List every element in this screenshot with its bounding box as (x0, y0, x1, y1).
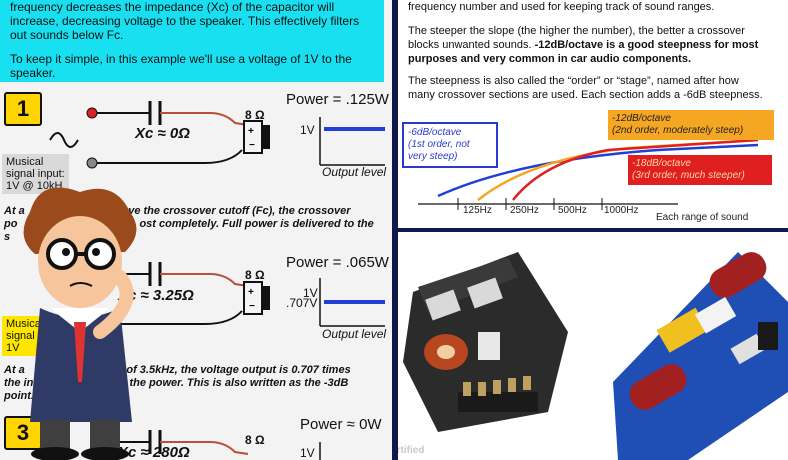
desc-fragment: bove the crossover cutoff (Fc), the cros… (114, 205, 351, 217)
oct-line: (3rd order, much steeper) (632, 170, 745, 181)
signal-line: 1V @ 10kH (6, 180, 63, 192)
power-label-1: Power = .125W (286, 91, 389, 108)
desc-fragment: ost completely. Full power is delivered … (139, 218, 374, 230)
desc-fragment: po (4, 218, 18, 230)
oct-line: (2nd order, moderately steep) (612, 125, 744, 136)
order-3-label: -18dB/octave (3rd order, much steeper) (628, 155, 772, 185)
output-level-label-2: Output level (322, 327, 387, 341)
desc-fragment: point. (4, 390, 34, 402)
intro-line: speaker. (10, 66, 56, 80)
watermark-text: Sound Certified (398, 445, 425, 456)
slope-text-6: many crossover sections are used. Each s… (408, 89, 763, 101)
slope-text-5: The steepness is also called the “order”… (408, 75, 739, 87)
power-label-2: Power = .065W (286, 254, 389, 271)
circuit-diagram-1: + − (49, 101, 385, 169)
desc-fragment: hich is ½ the power. This is also writte… (79, 377, 349, 389)
freq-250: 250Hz (510, 205, 539, 216)
oct-line: very steep) (408, 151, 458, 162)
power-label-3: Power ≈ 0W (300, 416, 382, 433)
reactance-label-2: Xc ≈ 3.25Ω (118, 287, 194, 304)
speaker-ohm-2: 8 Ω (245, 268, 265, 282)
freq-1000: 1000Hz (604, 205, 639, 216)
slope-curves-diagram (418, 138, 759, 210)
order-1-label: -6dB/octave (1st order, not very steep) (402, 122, 498, 168)
cartoon-character-image (23, 187, 137, 460)
slope-text-3: blocks unwanted sounds. -12dB/octave is … (408, 38, 778, 52)
speaker-ohm-1: 8 Ω (245, 108, 265, 122)
signal-line: Musical (6, 318, 44, 330)
desc-fragment: s (4, 231, 11, 243)
voltage-label-1: 1V (300, 123, 315, 137)
signal-line: Musical (6, 156, 44, 168)
oct-line: -18dB/octave (632, 158, 691, 169)
slope-text-3b: -12dB/octave is a good steepness for mos… (534, 39, 759, 51)
desc-fragment: At a (4, 364, 25, 376)
intro-text-box: frequency decreases the impedance (Xc) o… (0, 0, 384, 82)
crossover-slope-panel: frequency number and used for keeping tr… (398, 0, 788, 228)
svg-text:−: − (249, 140, 255, 151)
slope-text-3a: blocks unwanted sounds. (408, 39, 535, 51)
reactance-label-3: Xc ≈ 280Ω (118, 444, 190, 460)
circuit-diagram-2: + − (120, 262, 385, 327)
voltage-label-2b: .707V (286, 296, 318, 310)
slope-text-4: purposes and very common in car audio co… (408, 53, 692, 65)
intro-line: To keep it simple, in this example we'll… (10, 52, 352, 66)
signal-input-label-1: Musical signal input: 1V @ 10kH (2, 154, 69, 194)
oct-line: -12dB/octave (612, 113, 671, 124)
desc-fragment: the in (4, 377, 34, 389)
voltage-label-2a: 1V (303, 286, 318, 300)
crossover-boards-photo: Sound Certified (398, 232, 788, 460)
signal-line: 1V (6, 342, 20, 354)
svg-text:+: + (248, 287, 254, 298)
oct-line: (1st order, not (408, 139, 470, 150)
freq-125: 125Hz (463, 205, 492, 216)
example-number-1: 1 (4, 92, 42, 126)
left-infographic-panel: frequency decreases the impedance (Xc) o… (0, 0, 392, 460)
signal-line: signal (6, 330, 35, 342)
speaker-ohm-3: 8 Ω (245, 433, 265, 447)
signal-line: signal input: (6, 168, 65, 180)
output-level-label-1: Output level (322, 165, 387, 179)
circuit-diagram-3 (120, 430, 321, 460)
range-caption: Each range of sound (656, 212, 749, 223)
reactance-label-1: Xc ≈ 0Ω (135, 125, 190, 142)
desc-fragment: quency of 3.5kHz, the voltage output is … (84, 364, 351, 376)
intro-line: frequency decreases the impedance (Xc) o… (10, 0, 335, 14)
intro-line: out sounds below Fc. (10, 28, 124, 42)
freq-500: 500Hz (558, 205, 587, 216)
description-1: At a bove the crossover cutoff (Fc), the … (4, 205, 388, 244)
order-2-label: -12dB/octave (2nd order, moderately stee… (608, 110, 774, 140)
voltage-label-3: 1V (300, 446, 315, 460)
slope-text-1: frequency number and used for keeping tr… (408, 1, 715, 13)
svg-text:+: + (248, 126, 254, 137)
oct-line: -6dB/octave (408, 127, 462, 138)
intro-line: increase, decreasing voltage to the spea… (10, 14, 360, 28)
description-2: At a quency of 3.5kHz, the voltage output… (4, 364, 388, 403)
crossover-boards-image (398, 232, 788, 460)
svg-text:−: − (249, 301, 255, 312)
desc-fragment: At a (4, 205, 25, 217)
slope-text-2: The steeper the slope (the higher the nu… (408, 25, 745, 37)
